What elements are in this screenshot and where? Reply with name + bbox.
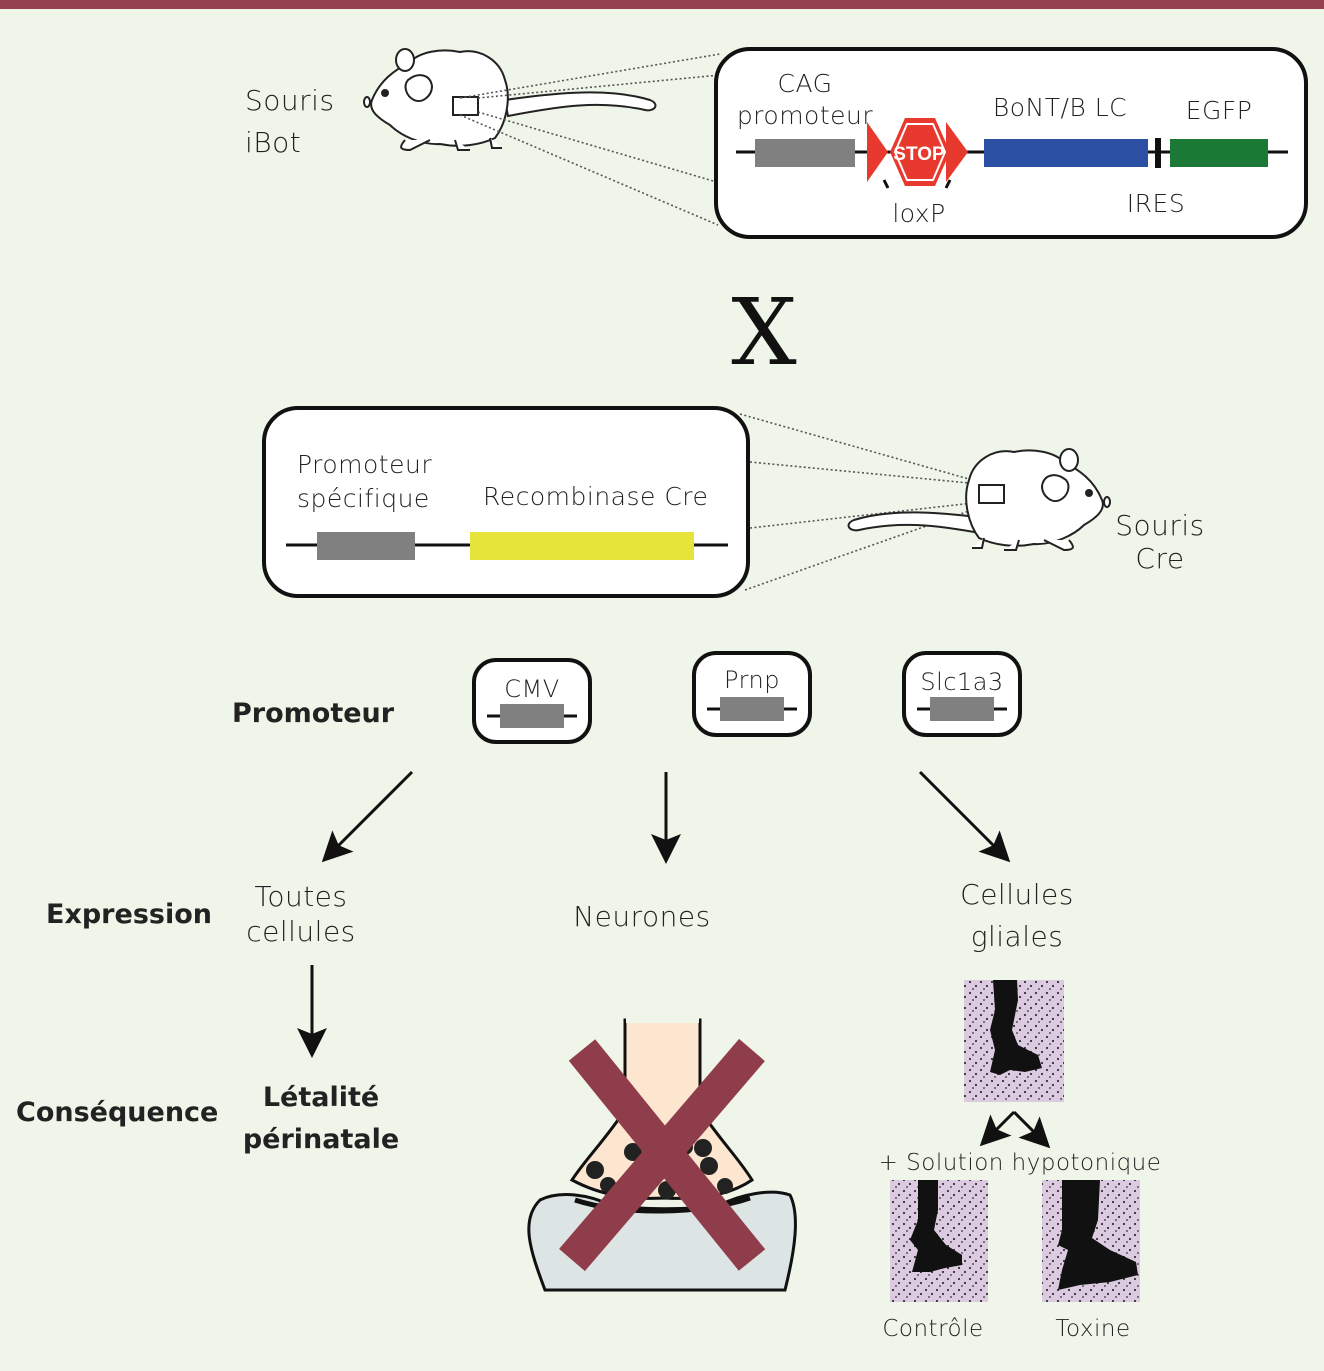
cre-recombinase-block bbox=[470, 532, 694, 560]
row-label-consequence: Conséquence bbox=[16, 1097, 218, 1128]
loxp-label: loxP bbox=[892, 199, 945, 228]
specific-promoter-block bbox=[317, 532, 415, 560]
specific-promoter-label-line2: spécifique bbox=[297, 484, 430, 513]
mouse-cre-label: Souris Cre bbox=[1115, 509, 1205, 575]
consequence-cmv-line2: périnatale bbox=[243, 1124, 399, 1155]
mouse-ibot-label: Souris iBot bbox=[245, 84, 335, 159]
glia-cell-toxin bbox=[1042, 1180, 1140, 1302]
synapse-illustration bbox=[527, 1015, 797, 1292]
ires-label: IRES bbox=[1127, 189, 1185, 218]
promoter-badge-cmv: CMV bbox=[472, 658, 592, 744]
expression-prnp: Neurones bbox=[573, 900, 711, 933]
cross-symbol: X bbox=[731, 279, 797, 386]
expression-slc1a3-line2: gliales bbox=[971, 920, 1064, 953]
promoter-name-cmv: CMV bbox=[504, 675, 559, 703]
toxin-label: Toxine bbox=[1055, 1316, 1130, 1342]
egfp-label: EGFP bbox=[1186, 96, 1253, 125]
loxp-left-triangle-icon bbox=[867, 122, 888, 182]
glia-cell-control bbox=[890, 1180, 988, 1302]
mouse-cre-label-line1: Souris bbox=[1115, 509, 1205, 542]
bont-label: BoNT/B LC bbox=[993, 93, 1127, 122]
expression-cmv-line2: cellules bbox=[246, 915, 356, 948]
row-label-promoter: Promoteur bbox=[232, 698, 395, 729]
mouse-ibot-label-line1: Souris bbox=[245, 84, 335, 117]
control-label: Contrôle bbox=[882, 1316, 983, 1342]
consequence-cmv-line1: Létalité bbox=[263, 1082, 379, 1113]
ires-marker bbox=[1155, 138, 1161, 168]
stop-sign-icon: STOP bbox=[890, 118, 950, 186]
mouse-ibot-icon bbox=[363, 48, 657, 152]
arrow-cmv-expression bbox=[321, 770, 414, 863]
loxp-right-triangle-icon bbox=[946, 122, 968, 182]
treatment-label: + Solution hypotonique bbox=[879, 1150, 1162, 1176]
projection-lines-cre bbox=[739, 413, 1001, 591]
arrow-slc1a3-expression bbox=[918, 770, 1011, 863]
stop-label: STOP bbox=[893, 144, 945, 165]
promoter-badge-slc1a3: Slc1a3 bbox=[902, 651, 1022, 737]
cross-out-icon bbox=[559, 1038, 766, 1272]
arrow-glia-toxin bbox=[1012, 1110, 1051, 1149]
glia-cell-before bbox=[964, 980, 1064, 1102]
expression-cmv-line1: Toutes bbox=[254, 880, 347, 913]
cre-recombinase-label: Recombinase Cre bbox=[483, 482, 708, 511]
mouse-cre-label-line2: Cre bbox=[1135, 542, 1184, 575]
cag-label: CAG bbox=[778, 69, 833, 98]
promoter-name-prnp: Prnp bbox=[724, 666, 780, 694]
promoter-badge-prnp: Prnp bbox=[692, 651, 812, 737]
construct-ibot: CAG promoteur STOP loxP BoNT/B LC IRES E… bbox=[714, 47, 1308, 239]
arrow-glia-control bbox=[979, 1110, 1016, 1147]
construct-cre: Promoteur spécifique Recombinase Cre bbox=[262, 406, 750, 598]
row-label-expression: Expression bbox=[46, 899, 212, 930]
mouse-ibot-label-line2: iBot bbox=[245, 126, 301, 159]
egfp-block bbox=[1170, 139, 1268, 167]
synaptic-vesicles bbox=[586, 1139, 733, 1199]
projection-lines-ibot bbox=[459, 53, 721, 226]
bont-block bbox=[984, 139, 1148, 167]
promoter-name-slc1a3: Slc1a3 bbox=[920, 668, 1003, 696]
expression-slc1a3-line1: Cellules bbox=[960, 878, 1074, 911]
top-accent-bar bbox=[0, 0, 1324, 9]
mouse-cre-icon bbox=[847, 448, 1111, 552]
specific-promoter-label-line1: Promoteur bbox=[297, 450, 432, 479]
promoteur-label: promoteur bbox=[737, 101, 874, 130]
cag-promoter-block bbox=[755, 139, 855, 167]
